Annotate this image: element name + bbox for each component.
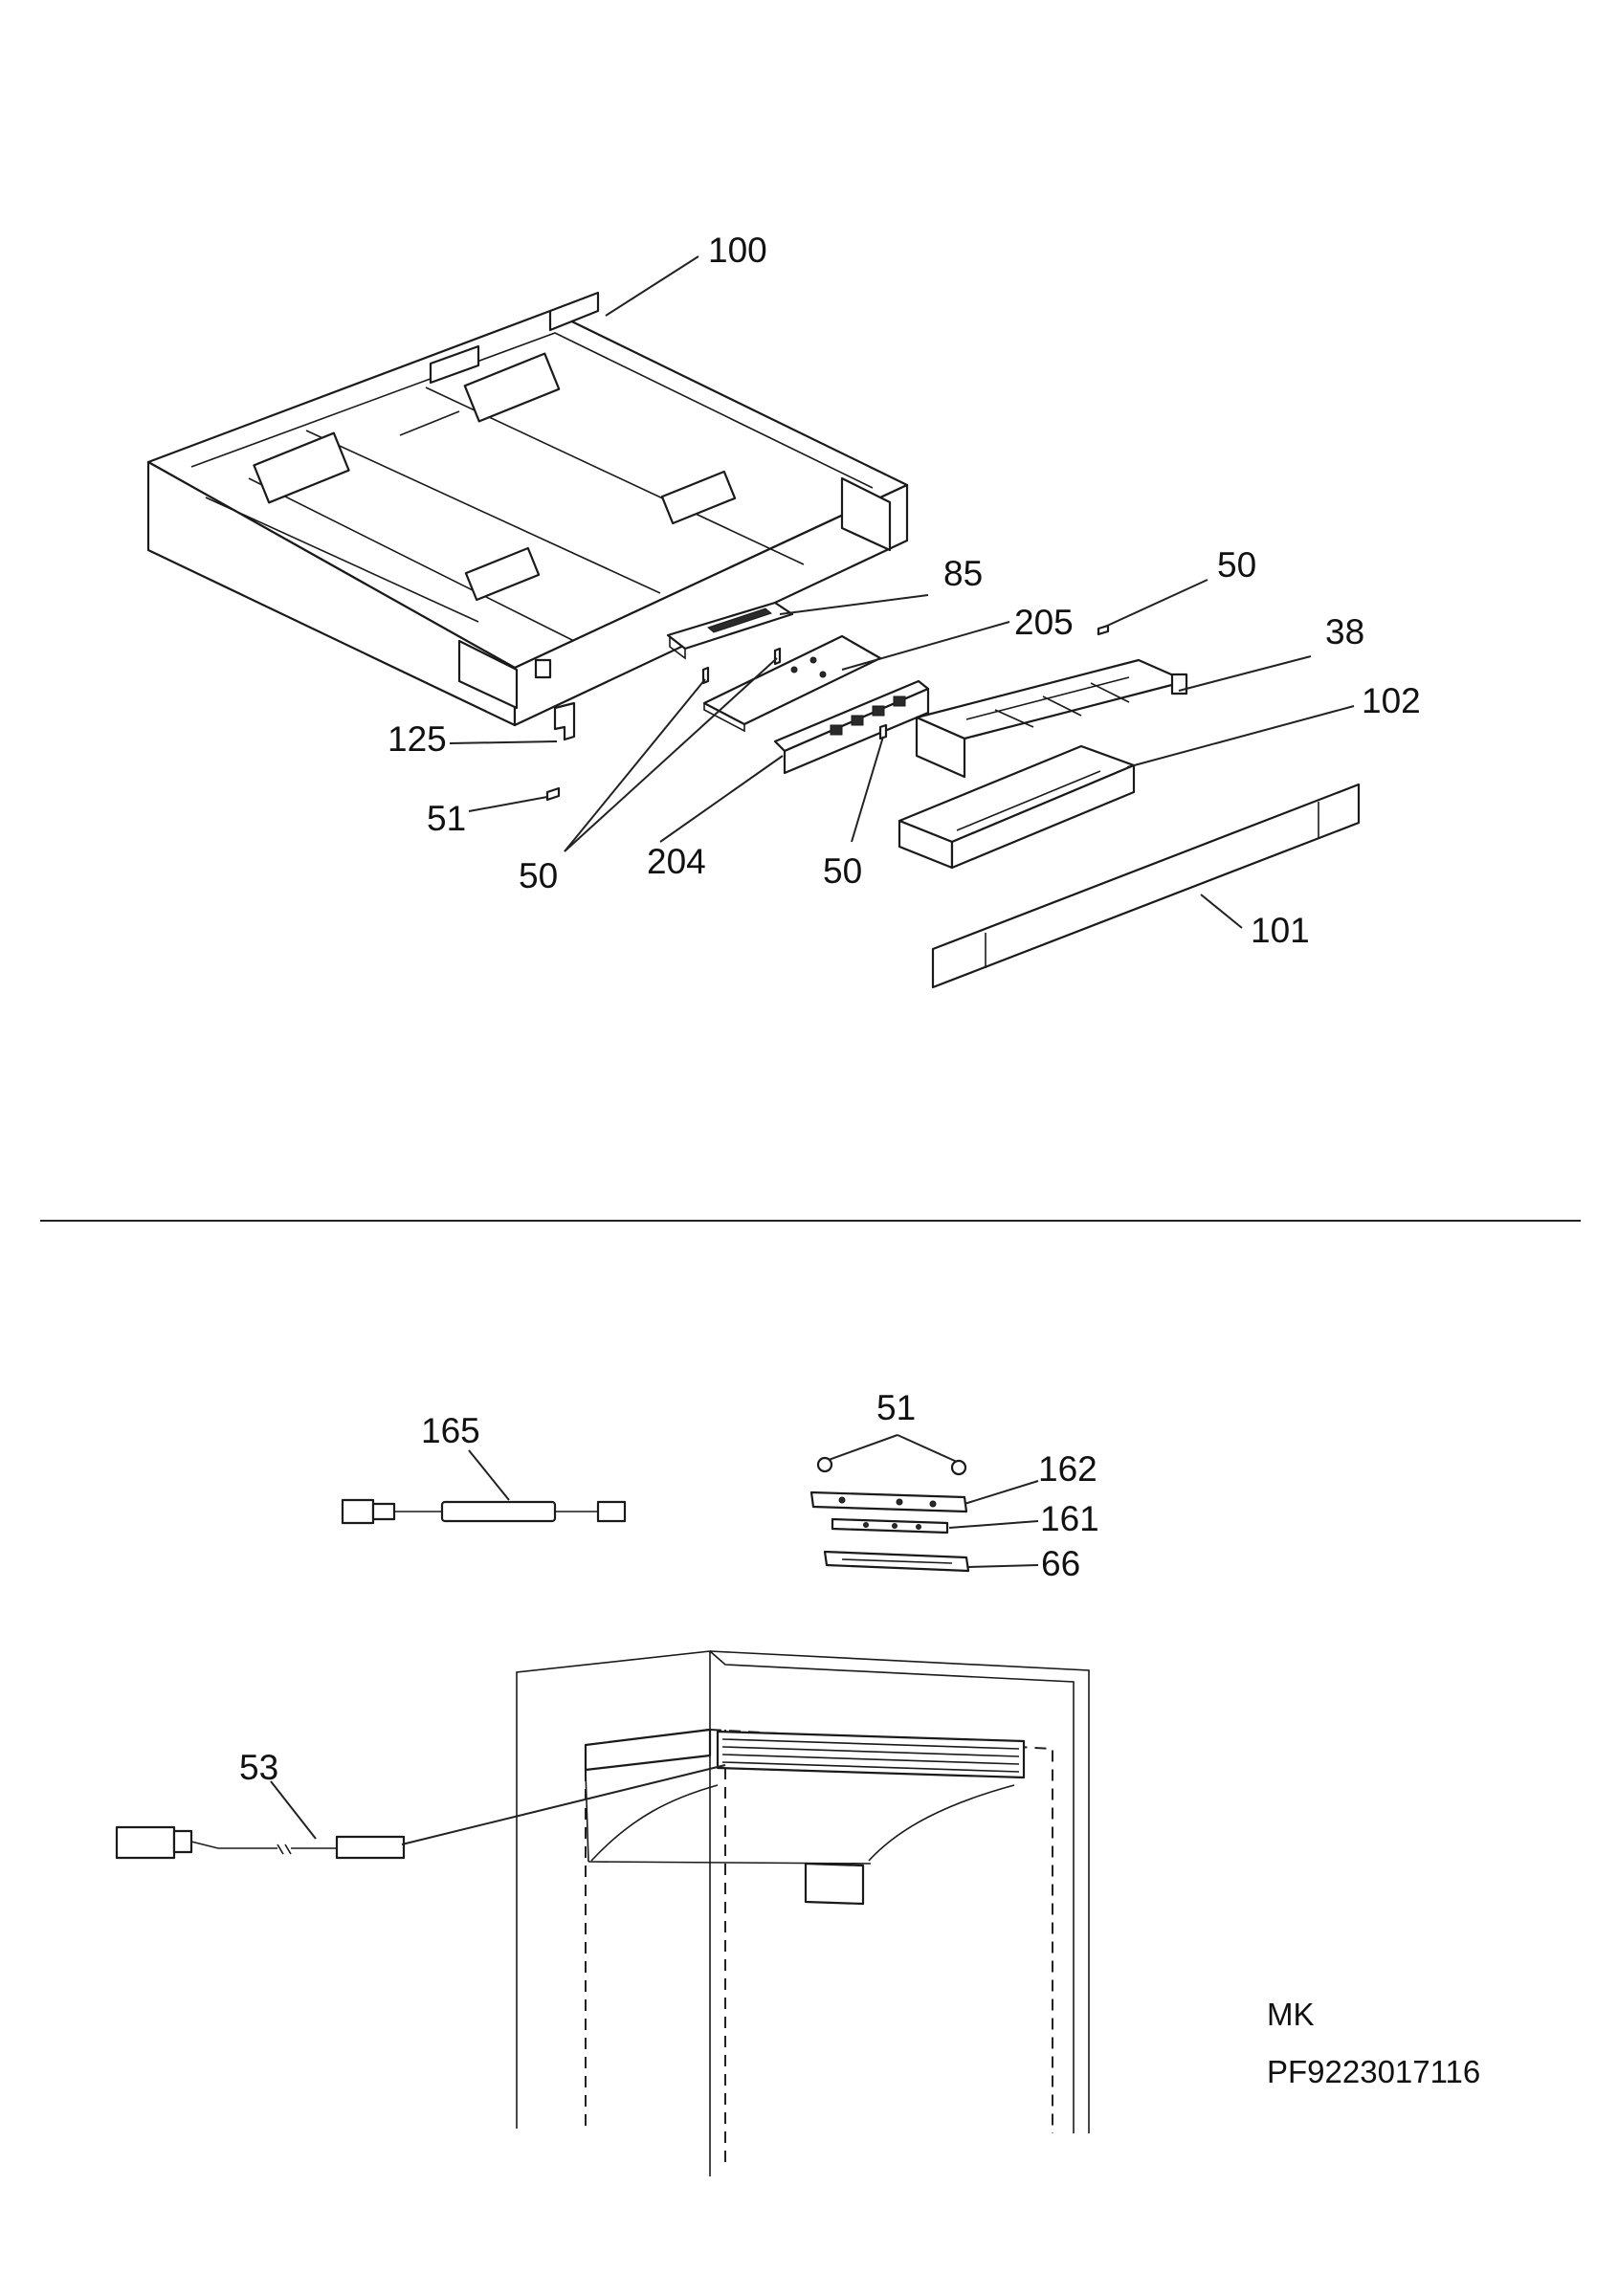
callout-101: 101	[1251, 911, 1310, 950]
part-162-bracket	[809, 1490, 968, 1513]
part-53-sensor-cable	[115, 1825, 406, 1860]
part-101-trim-strip	[931, 783, 1361, 989]
callout-205: 205	[1014, 603, 1074, 642]
model-code: MK	[1267, 1997, 1315, 2032]
screws-upper	[545, 624, 1110, 802]
leader-lines-upper	[449, 255, 1355, 929]
callout-100: 100	[708, 231, 767, 270]
callout-162: 162	[1038, 1449, 1097, 1489]
cabinet-outline	[516, 1650, 1090, 2176]
callout-165: 165	[421, 1411, 480, 1450]
callout-161: 161	[1040, 1499, 1099, 1538]
part-51-lower-screws	[816, 1456, 967, 1476]
part-165-cable	[341, 1498, 627, 1525]
part-85-bracket	[666, 601, 794, 660]
callout-50-top: 50	[1217, 545, 1256, 585]
leader-lines-lower	[270, 1434, 1039, 1845]
callout-85: 85	[943, 554, 983, 593]
callout-125: 125	[388, 719, 447, 759]
part-161-led-board	[831, 1517, 949, 1534]
upper-assembly: 100 85 50 205 38 102 125 51 50 204 50 10…	[146, 231, 1421, 989]
callout-53: 53	[239, 1748, 278, 1787]
callout-38: 38	[1325, 612, 1364, 651]
part-number: PF9223017116	[1267, 2054, 1480, 2089]
callout-51-lower: 51	[876, 1388, 916, 1427]
part-100-top-cover	[146, 291, 909, 727]
part-204-button-module	[773, 679, 930, 775]
callout-50-mid: 50	[823, 851, 862, 891]
callout-50-left: 50	[519, 856, 558, 895]
part-38-frame	[915, 658, 1188, 779]
lower-assembly: 165 51 162 161 66 53	[115, 1388, 1099, 2176]
part-125-clip	[553, 701, 576, 741]
callout-66: 66	[1041, 1544, 1080, 1583]
part-66-lamp-cover	[823, 1550, 970, 1573]
callout-51-upper: 51	[427, 799, 466, 838]
callout-204: 204	[647, 842, 706, 881]
callout-102: 102	[1362, 681, 1421, 720]
